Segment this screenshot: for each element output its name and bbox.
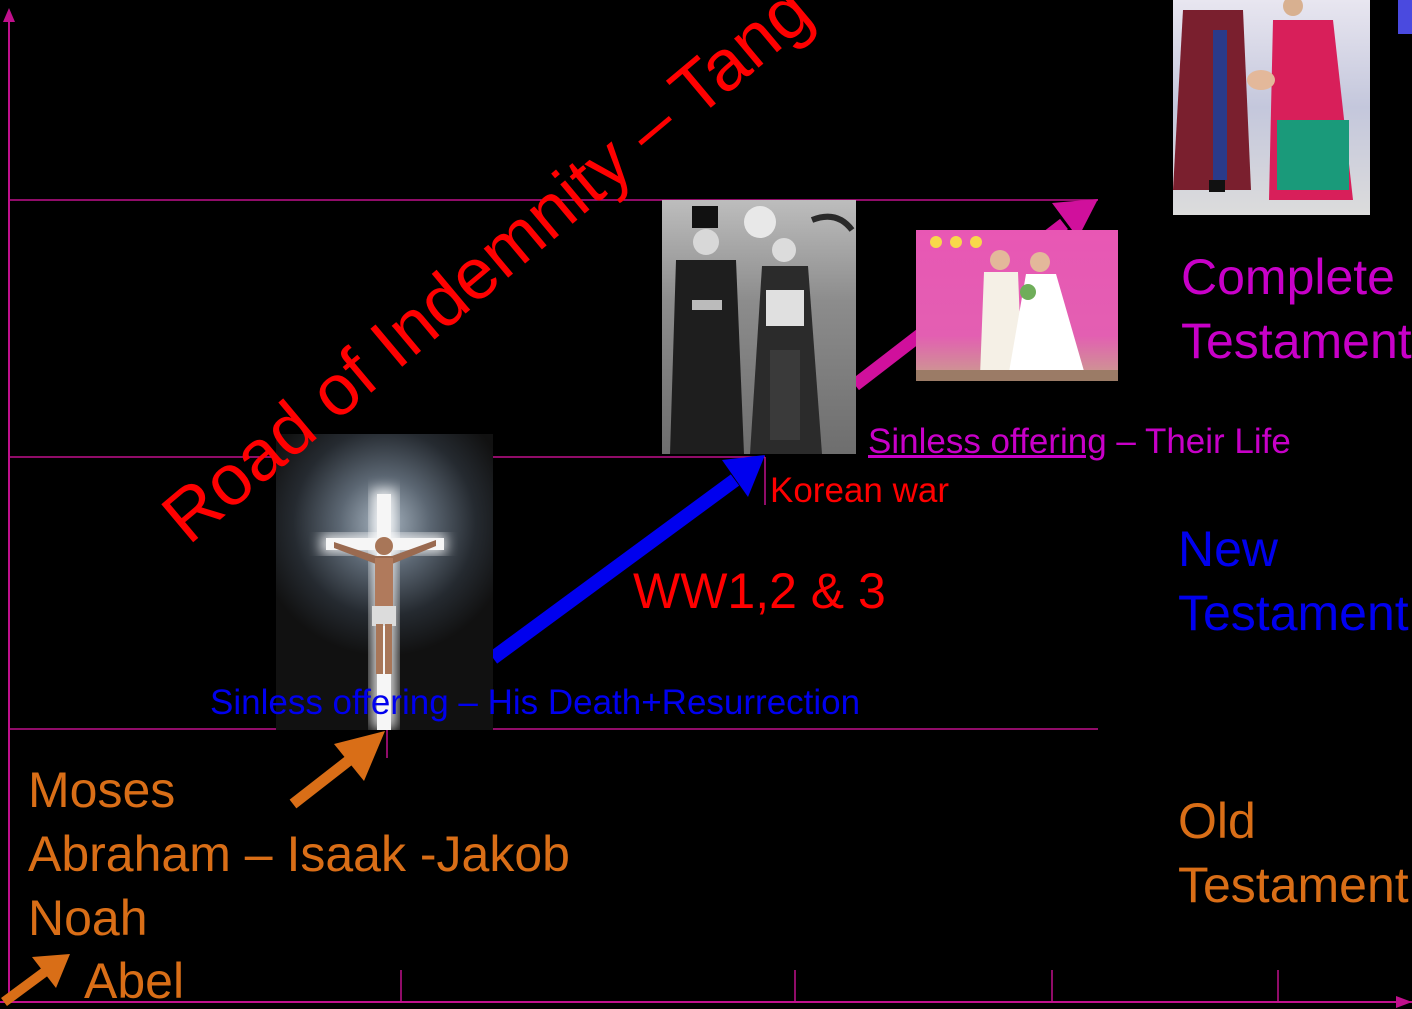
holy-wedding-photo	[916, 230, 1118, 381]
corner-marker	[1398, 0, 1412, 34]
complete-arrowhead	[1052, 199, 1098, 238]
world-wars-label: WW1,2 & 3	[633, 563, 886, 619]
ww-arrowhead	[722, 455, 765, 497]
crucifix-icon	[321, 489, 446, 730]
hanbok-figures-icon	[1173, 0, 1353, 200]
y-axis-arrowhead	[3, 8, 15, 22]
korean-war-label: Korean war	[770, 471, 949, 510]
offering-life-label: Sinless offering – Their Life	[868, 424, 1291, 459]
noah-label: Noah	[28, 890, 148, 946]
offering-death-label: Sinless offering – His Death+Resurrectio…	[210, 683, 861, 722]
crucifix-photo	[276, 434, 493, 730]
abel-arrow	[1, 963, 53, 1007]
abraham-label: Abraham – Isaak -Jakob	[28, 826, 570, 882]
ww-arrow	[488, 474, 740, 664]
moses-arrow	[289, 753, 356, 809]
couple-figures-icon	[670, 206, 855, 454]
x-axis-arrowhead	[1396, 996, 1412, 1008]
complete-testament-line1: Complete	[1181, 249, 1395, 305]
complete-testament-line2: Testament	[1181, 313, 1412, 369]
new-testament-line2: Testament	[1178, 585, 1409, 641]
offering-life-underlined: Sinless offering	[868, 422, 1107, 461]
abel-label: Abel	[84, 953, 185, 1009]
traditional-wedding-photo	[662, 200, 856, 454]
abel-arrowhead	[32, 954, 70, 988]
offering-life-rest: – Their Life	[1106, 422, 1291, 461]
moses-arrowhead	[334, 731, 385, 781]
bride-groom-icon	[916, 236, 1118, 381]
old-testament-line1: Old	[1178, 793, 1256, 849]
moses-label: Moses	[28, 762, 176, 818]
new-testament-line1: New	[1178, 521, 1279, 577]
old-testament-line2: Testament	[1178, 857, 1409, 913]
hanbok-couple-photo	[1173, 0, 1370, 215]
